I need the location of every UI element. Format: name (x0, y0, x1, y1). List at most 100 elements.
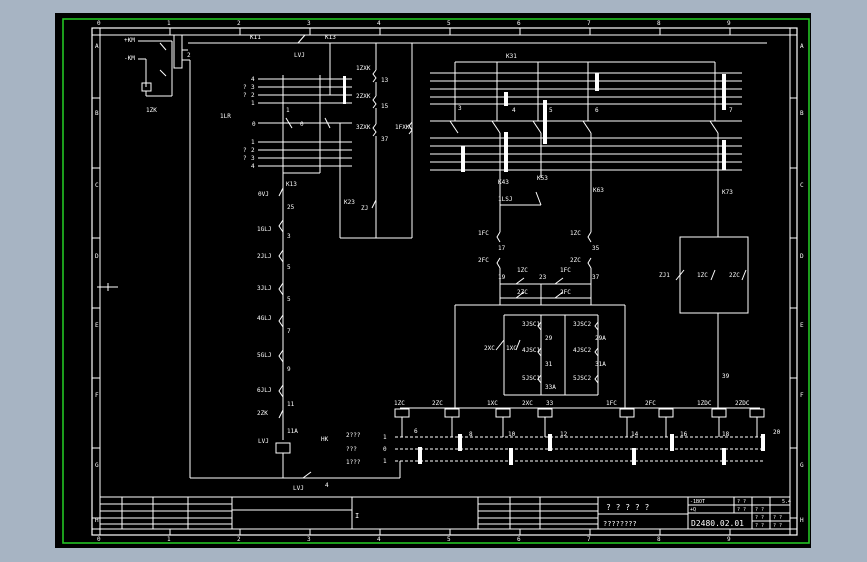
svg-text:17: 17 (498, 245, 506, 252)
svg-text:LVJ: LVJ (294, 52, 305, 59)
svg-text:3ZXK: 3ZXK (356, 124, 371, 131)
svg-text:29A: 29A (595, 335, 606, 342)
svg-text:2XC: 2XC (484, 345, 495, 352)
svg-text:LVJ: LVJ (293, 485, 304, 492)
svg-text:K11: K11 (250, 34, 261, 41)
svg-text:1FC: 1FC (606, 400, 617, 407)
svg-text:C: C (800, 182, 804, 189)
svg-text:4: 4 (512, 107, 516, 114)
svg-text:3: 3 (251, 84, 255, 91)
svg-text:? ? ? ? ?: ? ? ? ? ? (606, 503, 650, 512)
schematic: +KM -KM 1ZK 2 K11 LVJ K13 4 3 2 1 ? (124, 34, 781, 492)
svg-text:? ?: ? ? (755, 507, 764, 513)
svg-text:+Q: +Q (690, 507, 696, 513)
svg-text:25: 25 (287, 204, 295, 211)
svg-text:11: 11 (287, 401, 295, 408)
svg-text:37: 37 (592, 274, 600, 281)
svg-text:+KM: +KM (124, 37, 135, 44)
svg-text:K73: K73 (722, 189, 733, 196)
svg-text:5: 5 (447, 536, 451, 543)
svg-text:1ZC: 1ZC (570, 230, 581, 237)
left-ruler: A B C D E F G H (95, 43, 99, 524)
svg-text:???: ??? (346, 446, 357, 453)
svg-text:20: 20 (773, 429, 781, 436)
svg-text:1XC: 1XC (506, 345, 517, 352)
svg-text:1FXK: 1FXK (395, 124, 410, 131)
svg-text:K13: K13 (286, 181, 297, 188)
svg-text:18: 18 (722, 431, 730, 438)
svg-text:2FC: 2FC (560, 289, 571, 296)
hk-selector: HK 2??? ??? 1??? 1 0 1 6 8 10 12 14 16 1… (190, 428, 781, 492)
svg-text:ZJ: ZJ (361, 205, 368, 212)
svg-text:3: 3 (307, 536, 311, 543)
svg-text:2: 2 (187, 52, 191, 59)
svg-text:?: ? (243, 92, 247, 99)
svg-text:5.4: 5.4 (782, 499, 791, 505)
svg-text:0: 0 (383, 446, 387, 453)
svg-text:9: 9 (727, 20, 731, 27)
zj-box: ZJ1 1ZC 2ZC 39 (659, 236, 749, 408)
svg-text:5JSC1: 5JSC1 (522, 375, 540, 382)
svg-text:6: 6 (517, 536, 521, 543)
svg-text:5: 5 (287, 296, 291, 303)
svg-text:8: 8 (657, 536, 661, 543)
svg-text:0: 0 (97, 536, 101, 543)
svg-text:3: 3 (287, 233, 291, 240)
svg-text:9: 9 (727, 536, 731, 543)
svg-text:1GLJ: 1GLJ (257, 226, 271, 233)
svg-text:-KM: -KM (124, 55, 135, 62)
svg-text:3JSC2: 3JSC2 (573, 321, 591, 328)
svg-text:K13: K13 (325, 34, 336, 41)
svg-text:4JSC2: 4JSC2 (573, 347, 591, 354)
relay-column: 0VJ 25 1GLJ 3 2JLJ 5 3JLJ 5 4GLJ 7 5GLJ … (257, 173, 298, 478)
svg-text:2XC: 2XC (522, 400, 533, 407)
svg-text:2ZC: 2ZC (432, 400, 443, 407)
svg-text:1: 1 (383, 458, 387, 465)
svg-text:4: 4 (377, 536, 381, 543)
svg-text:G: G (800, 462, 804, 469)
svg-text:4: 4 (377, 20, 381, 27)
svg-text:13: 13 (381, 77, 389, 84)
svg-text:1: 1 (251, 100, 255, 107)
svg-text:4: 4 (251, 76, 255, 83)
svg-text:8: 8 (469, 431, 473, 438)
svg-text:5JSC2: 5JSC2 (573, 375, 591, 382)
svg-text:F: F (95, 392, 99, 399)
svg-text:5: 5 (447, 20, 451, 27)
svg-text:? ?: ? ? (773, 523, 782, 529)
svg-text:G: G (95, 462, 99, 469)
right-busbars: K31 3 4 5 6 7 (430, 53, 742, 237)
svg-text:6: 6 (414, 428, 418, 435)
svg-text:2ZC: 2ZC (570, 257, 581, 264)
svg-text:B: B (800, 110, 804, 117)
svg-text:1???: 1??? (346, 459, 361, 466)
selector-block-lower: 1 2 3 4 ? ? (243, 139, 352, 170)
svg-text:7: 7 (587, 536, 591, 543)
right-ruler: A B C D E F G H (800, 43, 804, 524)
svg-text:K53: K53 (537, 175, 548, 182)
svg-text:1ZK: 1ZK (146, 107, 157, 114)
svg-text:? ?: ? ? (737, 499, 746, 505)
svg-text:1: 1 (286, 107, 290, 114)
svg-text:? ?: ? ? (737, 507, 746, 513)
svg-text:?: ? (243, 155, 247, 162)
svg-text:1ZDC: 1ZDC (697, 400, 712, 407)
svg-text:2: 2 (237, 20, 241, 27)
svg-text:K43: K43 (498, 179, 509, 186)
svg-text:12: 12 (560, 431, 568, 438)
bottom-ruler: 0 1 2 3 4 5 6 7 8 9 (97, 536, 731, 543)
svg-text:C: C (95, 182, 99, 189)
svg-text:?: ? (243, 84, 247, 91)
svg-text:8: 8 (657, 20, 661, 27)
svg-text:2ZC: 2ZC (729, 272, 740, 279)
svg-text:K31: K31 (506, 53, 517, 60)
svg-text:4JSC1: 4JSC1 (522, 347, 540, 354)
svg-text:33A: 33A (545, 384, 556, 391)
svg-text:1: 1 (167, 536, 171, 543)
svg-text:D2480.02.01: D2480.02.01 (691, 519, 744, 528)
svg-text:37: 37 (381, 136, 389, 143)
svg-text:E: E (95, 322, 99, 329)
svg-text:4GLJ: 4GLJ (257, 315, 271, 322)
svg-text:23: 23 (539, 274, 547, 281)
